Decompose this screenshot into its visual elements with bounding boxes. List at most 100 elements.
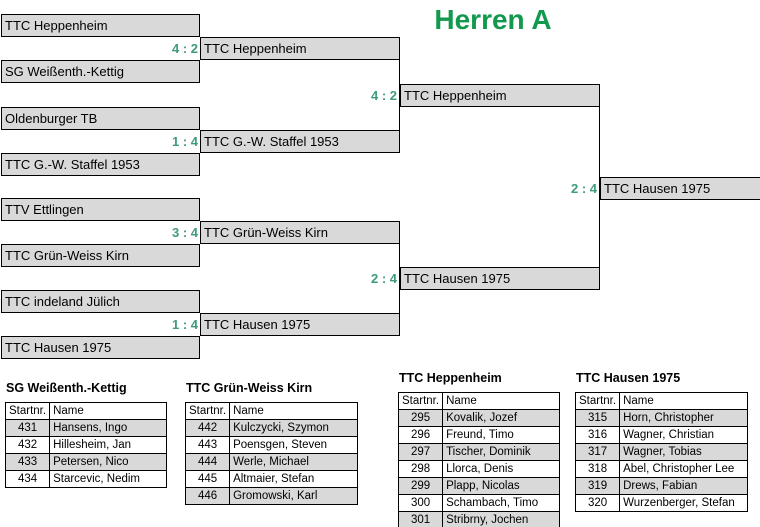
bracket-team-box: TTC Hausen 1975 — [1, 336, 200, 359]
player-startnr: 298 — [397, 460, 444, 478]
bracket-team-box: TTC Heppenheim — [200, 37, 400, 60]
roster-col-name: Name — [442, 392, 561, 410]
player-name: Horn, Christopher — [619, 409, 749, 427]
player-startnr: 434 — [4, 470, 51, 488]
roster-header-row: Startnr. Name — [574, 392, 749, 410]
bracket-connector — [599, 107, 600, 267]
roster-col-startnr: Startnr. — [4, 402, 51, 420]
player-name: Wagner, Christian — [619, 426, 749, 444]
player-name: Wurzenberger, Stefan — [619, 494, 749, 512]
player-startnr: 301 — [397, 511, 444, 527]
player-name: Werle, Michael — [229, 453, 359, 471]
bracket-team-box: TTC Heppenheim — [1, 14, 200, 37]
match-score: 4 : 2 — [370, 88, 397, 103]
match-score: 1 : 4 — [171, 317, 198, 332]
roster-header-row: Startnr. Name — [184, 402, 359, 420]
player-name: Wagner, Tobias — [619, 443, 749, 461]
player-name: Starcevic, Nedim — [49, 470, 168, 488]
player-name: Gromowski, Karl — [229, 487, 359, 505]
bracket-team-box: TTC Hausen 1975 — [200, 313, 400, 336]
player-startnr: 296 — [397, 426, 444, 444]
roster-col-name: Name — [619, 392, 749, 410]
bracket-team-box: TTC Hausen 1975 — [400, 267, 600, 290]
roster-col-name: Name — [49, 402, 168, 420]
bracket-team-box: TTC Grün-Weiss Kirn — [200, 221, 400, 244]
roster-header-row: Startnr. Name — [397, 392, 561, 410]
player-name: Plapp, Nicolas — [442, 477, 561, 495]
roster-col-startnr: Startnr. — [184, 402, 231, 420]
roster-team-title: TTC Grün-Weiss Kirn — [186, 381, 313, 395]
player-startnr: 317 — [574, 443, 621, 461]
roster-team-title: TTC Heppenheim — [399, 371, 502, 385]
player-name: Llorca, Denis — [442, 460, 561, 478]
bracket-team-box: Oldenburger TB — [1, 107, 200, 130]
player-name: Hansens, Ingo — [49, 419, 168, 437]
player-name: Freund, Timo — [442, 426, 561, 444]
page-title: Herren A — [434, 4, 552, 35]
player-name: Tischer, Dominik — [442, 443, 561, 461]
player-startnr: 300 — [397, 494, 444, 512]
player-name: Poensgen, Steven — [229, 436, 359, 454]
player-startnr: 446 — [184, 487, 231, 505]
bracket-team-box: TTC Heppenheim — [400, 84, 600, 107]
roster-col-startnr: Startnr. — [397, 392, 444, 410]
player-startnr: 318 — [574, 460, 621, 478]
match-score: 3 : 4 — [171, 225, 198, 240]
match-score: 2 : 4 — [370, 271, 397, 286]
player-name: Stribrny, Jochen — [442, 511, 561, 527]
match-score: 2 : 4 — [570, 181, 597, 196]
player-startnr: 431 — [4, 419, 51, 437]
player-name: Hillesheim, Jan — [49, 436, 168, 454]
roster-team-title: TTC Hausen 1975 — [576, 371, 681, 385]
player-startnr: 295 — [397, 409, 444, 427]
bracket-team-box: TTC G.-W. Staffel 1953 — [200, 130, 400, 153]
roster-team-title: SG Weißenth.-Kettig — [6, 381, 127, 395]
player-name: Kulczycki, Szymon — [229, 419, 359, 437]
player-startnr: 320 — [574, 494, 621, 512]
match-score: 1 : 4 — [171, 134, 198, 149]
player-name: Schambach, Timo — [442, 494, 561, 512]
roster-col-startnr: Startnr. — [574, 392, 621, 410]
bracket-connector — [399, 244, 400, 313]
player-startnr: 299 — [397, 477, 444, 495]
player-startnr: 432 — [4, 436, 51, 454]
player-name: Altmaier, Stefan — [229, 470, 359, 488]
player-startnr: 445 — [184, 470, 231, 488]
player-startnr: 297 — [397, 443, 444, 461]
bracket-team-box: SG Weißenth.-Kettig — [1, 60, 200, 83]
player-name: Abel, Christopher Lee — [619, 460, 749, 478]
bracket-winner-box: TTC Hausen 1975 — [600, 177, 760, 200]
roster-col-name: Name — [229, 402, 359, 420]
bracket-team-box: TTV Ettlingen — [1, 198, 200, 221]
player-startnr: 444 — [184, 453, 231, 471]
player-startnr: 443 — [184, 436, 231, 454]
player-startnr: 433 — [4, 453, 51, 471]
roster-header-row: Startnr. Name — [4, 402, 168, 420]
